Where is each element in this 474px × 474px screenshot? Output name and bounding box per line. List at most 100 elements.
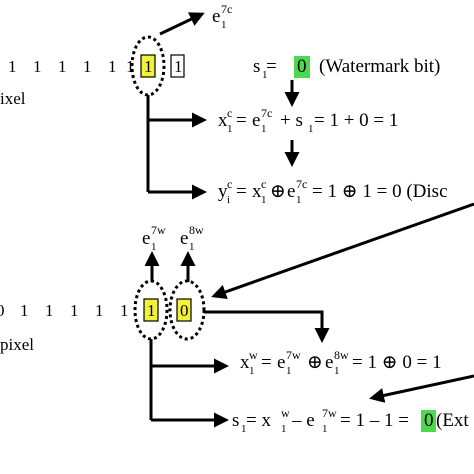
bottom-e7-label: e 1 7w <box>142 223 166 253</box>
top-y-equation: y i c = x 1 c ⊕ e 1 7c = 1 ⊕ 1 = 0 (Disc <box>218 177 448 206</box>
svg-text:1: 1 <box>151 241 157 253</box>
svg-text:=: = <box>266 56 277 77</box>
svg-text:e: e <box>277 352 285 373</box>
svg-text:1: 1 <box>249 365 255 377</box>
svg-text:e: e <box>325 352 333 373</box>
svg-text:1: 1 <box>221 19 227 31</box>
bottom-highlight-box-1 <box>143 298 159 322</box>
svg-text:i: i <box>227 194 230 206</box>
bottom-connector-arrow <box>204 310 330 343</box>
svg-text:7w: 7w <box>322 406 337 420</box>
top-bit-4: 1 <box>83 57 92 76</box>
svg-text:1: 1 <box>322 423 328 435</box>
bottom-extracted-bit: 0 <box>424 410 434 431</box>
svg-text:7c: 7c <box>221 2 232 16</box>
svg-text:w: w <box>249 348 258 362</box>
svg-text:x: x <box>240 352 250 373</box>
svg-text:– e: – e <box>291 410 315 431</box>
svg-text:1: 1 <box>262 69 268 81</box>
svg-text:= 1 ⊕ 1 = 0 (Disc: = 1 ⊕ 1 = 0 (Disc <box>312 181 448 202</box>
svg-text:1: 1 <box>189 241 195 253</box>
top-bit-2: 1 <box>33 57 42 76</box>
top-e-arrow <box>159 12 205 36</box>
svg-text:1: 1 <box>281 423 287 435</box>
svg-text:1: 1 <box>241 423 247 435</box>
top-bit-6: 1 <box>126 57 135 76</box>
svg-text:x: x <box>218 110 228 131</box>
svg-text:= x: = x <box>246 410 271 431</box>
svg-text:⊕: ⊕ <box>270 181 286 202</box>
svg-text:⊕: ⊕ <box>307 352 323 373</box>
svg-text:(Watermark bit): (Watermark bit) <box>319 56 440 77</box>
bottom-row-label: pixel <box>0 335 34 354</box>
svg-text:7c: 7c <box>296 177 307 191</box>
bottom-pixel-row: 0 1 1 1 1 1 pixel 1 0 <box>0 279 206 354</box>
top-next-box <box>170 54 185 78</box>
bottom-dotted-ellipse-1 <box>133 279 169 341</box>
svg-text:1: 1 <box>261 194 267 206</box>
extraction-arrow <box>211 202 474 300</box>
top-watermark-bit: 0 <box>297 56 307 77</box>
bottom-highlight-bit-2: 0 <box>180 301 189 320</box>
top-pixel-row: 1 1 1 1 1 1 ixel 1 1 <box>0 35 185 108</box>
bottom-bit-0: 0 <box>0 301 5 320</box>
svg-text:8w: 8w <box>334 348 349 362</box>
top-bit-5: 1 <box>108 57 117 76</box>
bottom-bit-4: 1 <box>95 301 104 320</box>
svg-text:e: e <box>142 228 150 249</box>
svg-text:e: e <box>287 181 295 202</box>
top-row-label: ixel <box>0 89 26 108</box>
svg-text:1: 1 <box>286 365 292 377</box>
svg-text:1: 1 <box>296 194 302 206</box>
svg-text:1: 1 <box>261 123 267 135</box>
svg-text:= 1 ⊕ 0 = 1: = 1 ⊕ 0 = 1 <box>352 352 442 373</box>
svg-text:c: c <box>227 177 232 191</box>
bottom-x-equation: x 1 w = e 1 7w ⊕ e 1 8w = 1 ⊕ 0 = 1 <box>240 348 442 377</box>
bottom-bit-2: 1 <box>45 301 54 320</box>
top-dotted-ellipse <box>130 35 166 97</box>
svg-text:w: w <box>281 406 290 420</box>
svg-text:s: s <box>232 410 239 431</box>
bottom-return-arrow <box>369 374 474 403</box>
svg-text:1: 1 <box>227 123 233 135</box>
top-e-label: e 1 7c <box>212 2 232 31</box>
bottom-bit-3: 1 <box>70 301 79 320</box>
svg-text:7w: 7w <box>286 348 301 362</box>
top-highlight-box <box>140 54 156 78</box>
top-highlight-bit: 1 <box>144 57 153 76</box>
top-s-equation: s 1 = 0 (Watermark bit) <box>253 56 440 81</box>
bottom-e8-label: e 1 8w <box>180 223 204 253</box>
svg-text:y: y <box>218 181 228 202</box>
top-bit-3: 1 <box>58 57 67 76</box>
top-bit-1: 1 <box>8 57 17 76</box>
svg-text:e: e <box>212 6 220 27</box>
bottom-dotted-ellipse-2 <box>168 279 206 341</box>
svg-text:s: s <box>253 56 260 77</box>
svg-text:7w: 7w <box>151 223 166 237</box>
svg-text:= 1 + 0 = 1: = 1 + 0 = 1 <box>314 110 398 131</box>
bottom-s-equation: s 1 = x 1 w – e 1 7w = 1 – 1 = 0 (Ext <box>232 406 469 435</box>
svg-text:7c: 7c <box>261 106 272 120</box>
svg-text:=: = <box>261 352 272 373</box>
svg-text:x: x <box>252 181 262 202</box>
top-watermark-highlight <box>294 56 310 78</box>
svg-text:=: = <box>236 110 247 131</box>
bottom-extracted-highlight <box>421 410 436 432</box>
top-x-equation: x 1 c = e 1 7c + s 1 = 1 + 0 = 1 <box>218 106 398 135</box>
bottom-bit-1: 1 <box>20 301 29 320</box>
svg-text:= 1 – 1 =: = 1 – 1 = <box>340 410 409 431</box>
bottom-highlight-box-2 <box>176 298 192 322</box>
top-next-bit: 1 <box>174 57 183 76</box>
svg-text:(Ext: (Ext <box>436 410 469 431</box>
svg-text:e: e <box>252 110 260 131</box>
svg-text:c: c <box>261 177 266 191</box>
svg-text:1: 1 <box>334 365 340 377</box>
svg-text:c: c <box>227 106 232 120</box>
svg-text:+ s: + s <box>280 110 303 131</box>
svg-text:1: 1 <box>308 123 314 135</box>
bottom-bit-5: 1 <box>120 301 129 320</box>
svg-text:8w: 8w <box>189 223 204 237</box>
svg-text:=: = <box>236 181 247 202</box>
bottom-highlight-bit-1: 1 <box>147 301 156 320</box>
